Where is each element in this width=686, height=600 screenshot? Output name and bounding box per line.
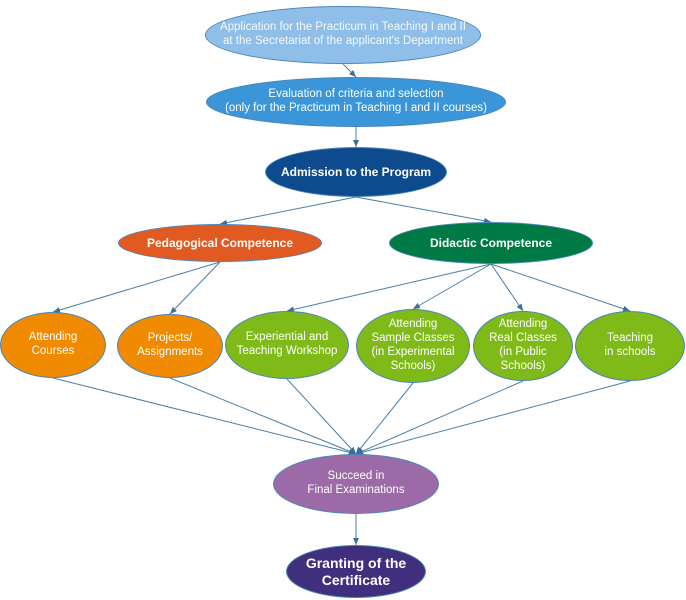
edge-sample_classes-to-final_exams [355, 382, 414, 455]
edge-didactic-to-sample_classes [412, 263, 492, 310]
edge-admission-to-pedagogical [219, 196, 357, 226]
application-node: Application for the Practicum in Teachin… [205, 6, 481, 64]
edge-admission-to-didactic [355, 196, 492, 224]
edge-real_classes-to-final_exams [355, 380, 524, 455]
didactic-competence-node: Didactic Competence [389, 222, 593, 264]
pedagogical-competence-node: Pedagogical Competence [118, 224, 322, 262]
teaching-in-schools-node: Teaching in schools [575, 311, 685, 381]
sample-classes-node: Attending Sample Classes (in Experimenta… [356, 309, 470, 383]
edge-teaching-to-final_exams [355, 380, 631, 456]
attending-courses-node: Attending Courses [0, 312, 106, 378]
edge-pedagogical-to-projects [169, 261, 221, 315]
admission-node: Admission to the Program [265, 147, 447, 197]
final-examinations-node: Succeed in Final Examinations [273, 454, 439, 514]
real-classes-node: Attending Real Classes (in Public School… [473, 311, 573, 381]
edge-projects-to-final_exams [169, 377, 357, 455]
projects-assignments-node: Projects/ Assignments [117, 314, 223, 378]
evaluation-node: Evaluation of criteria and selection (on… [206, 77, 506, 127]
edge-didactic-to-workshop [286, 263, 492, 313]
edge-didactic-to-teaching [490, 263, 631, 312]
edge-attending_courses-to-final_exams [52, 377, 357, 456]
edge-didactic-to-real_classes [490, 263, 524, 312]
teaching-workshop-node: Experiential and Teaching Workshop [225, 311, 349, 379]
certificate-node: Granting of the Certificate [286, 545, 426, 598]
edge-application-to-evaluation [342, 63, 357, 78]
edge-pedagogical-to-attending_courses [52, 261, 221, 313]
edge-workshop-to-final_exams [286, 378, 357, 455]
